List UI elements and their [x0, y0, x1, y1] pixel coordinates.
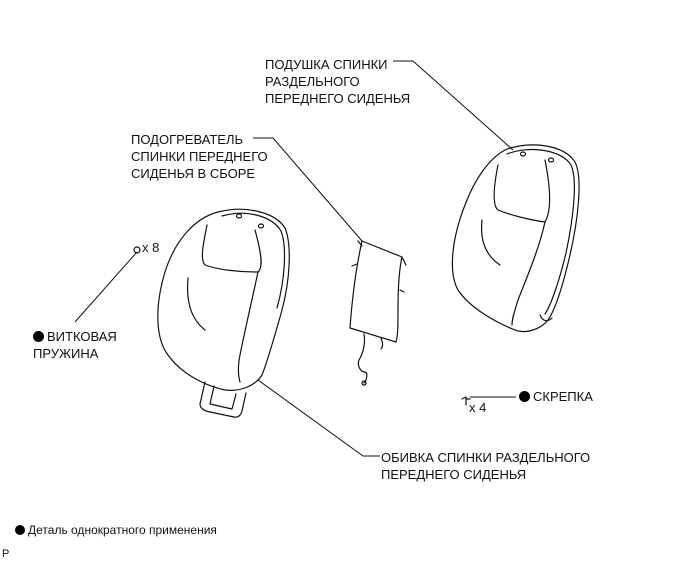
clip-label-line: СКРЕПКА — [519, 388, 593, 405]
cushion-label-line-3: ПЕРЕДНЕГО СИДЕНЬЯ — [265, 91, 411, 106]
legend-line: Деталь однократного применения — [15, 523, 217, 537]
heater-label-line-3: СИДЕНЬЯ В СБОРЕ — [131, 166, 256, 181]
single-use-dot-icon — [33, 331, 44, 342]
seatback-cushion-drawing — [451, 144, 580, 333]
spring-label: ВИТКОВАЯ ПРУЖИНА — [33, 328, 117, 362]
cover-label: ОБИВКА СПИНКИ РАЗДЕЛЬНОГО ПЕРЕДНЕГО СИДЕ… — [381, 449, 590, 483]
single-use-dot-icon — [519, 391, 530, 402]
clip-drawing — [461, 396, 471, 406]
leader-line-cushion — [393, 60, 514, 151]
leader-line-heater — [253, 137, 363, 242]
clip-qty: x 4 — [469, 400, 487, 415]
cushion-label-line-2: РАЗДЕЛЬНОГО — [265, 74, 360, 89]
heater-label-line-1: ПОДОГРЕВАТЕЛЬ — [131, 132, 244, 147]
heater-label: ПОДОГРЕВАТЕЛЬ СПИНКИ ПЕРЕДНЕГО СИДЕНЬЯ В… — [131, 131, 268, 182]
clip-label: СКРЕПКА — [519, 388, 593, 405]
legend-text: Деталь однократного применения — [28, 523, 217, 537]
leader-line-cover — [257, 379, 380, 457]
spring-drawing — [133, 246, 141, 254]
cover-label-line-2: ПЕРЕДНЕГО СИДЕНЬЯ — [381, 467, 527, 482]
leader-line-spring — [74, 251, 138, 323]
spring-label-line-1: ВИТКОВАЯ — [33, 328, 117, 345]
cushion-label-line-1: ПОДУШКА СПИНКИ — [265, 57, 388, 72]
clip-label-text: СКРЕПКА — [533, 389, 593, 404]
legend: Деталь однократного применения — [15, 523, 217, 537]
cover-label-line-1: ОБИВКА СПИНКИ РАЗДЕЛЬНОГО — [381, 450, 591, 465]
single-use-dot-icon — [15, 525, 25, 535]
spring-label-text-1: ВИТКОВАЯ — [47, 329, 117, 344]
spring-qty: x 8 — [142, 240, 160, 255]
corner-mark: P — [2, 548, 10, 560]
heater-label-line-2: СПИНКИ ПЕРЕДНЕГО — [131, 149, 268, 164]
cushion-label: ПОДУШКА СПИНКИ РАЗДЕЛЬНОГО ПЕРЕДНЕГО СИД… — [265, 56, 410, 107]
seat-heater-drawing — [349, 240, 407, 386]
spring-label-line-2: ПРУЖИНА — [33, 346, 99, 361]
seatback-cover-drawing — [157, 208, 290, 418]
